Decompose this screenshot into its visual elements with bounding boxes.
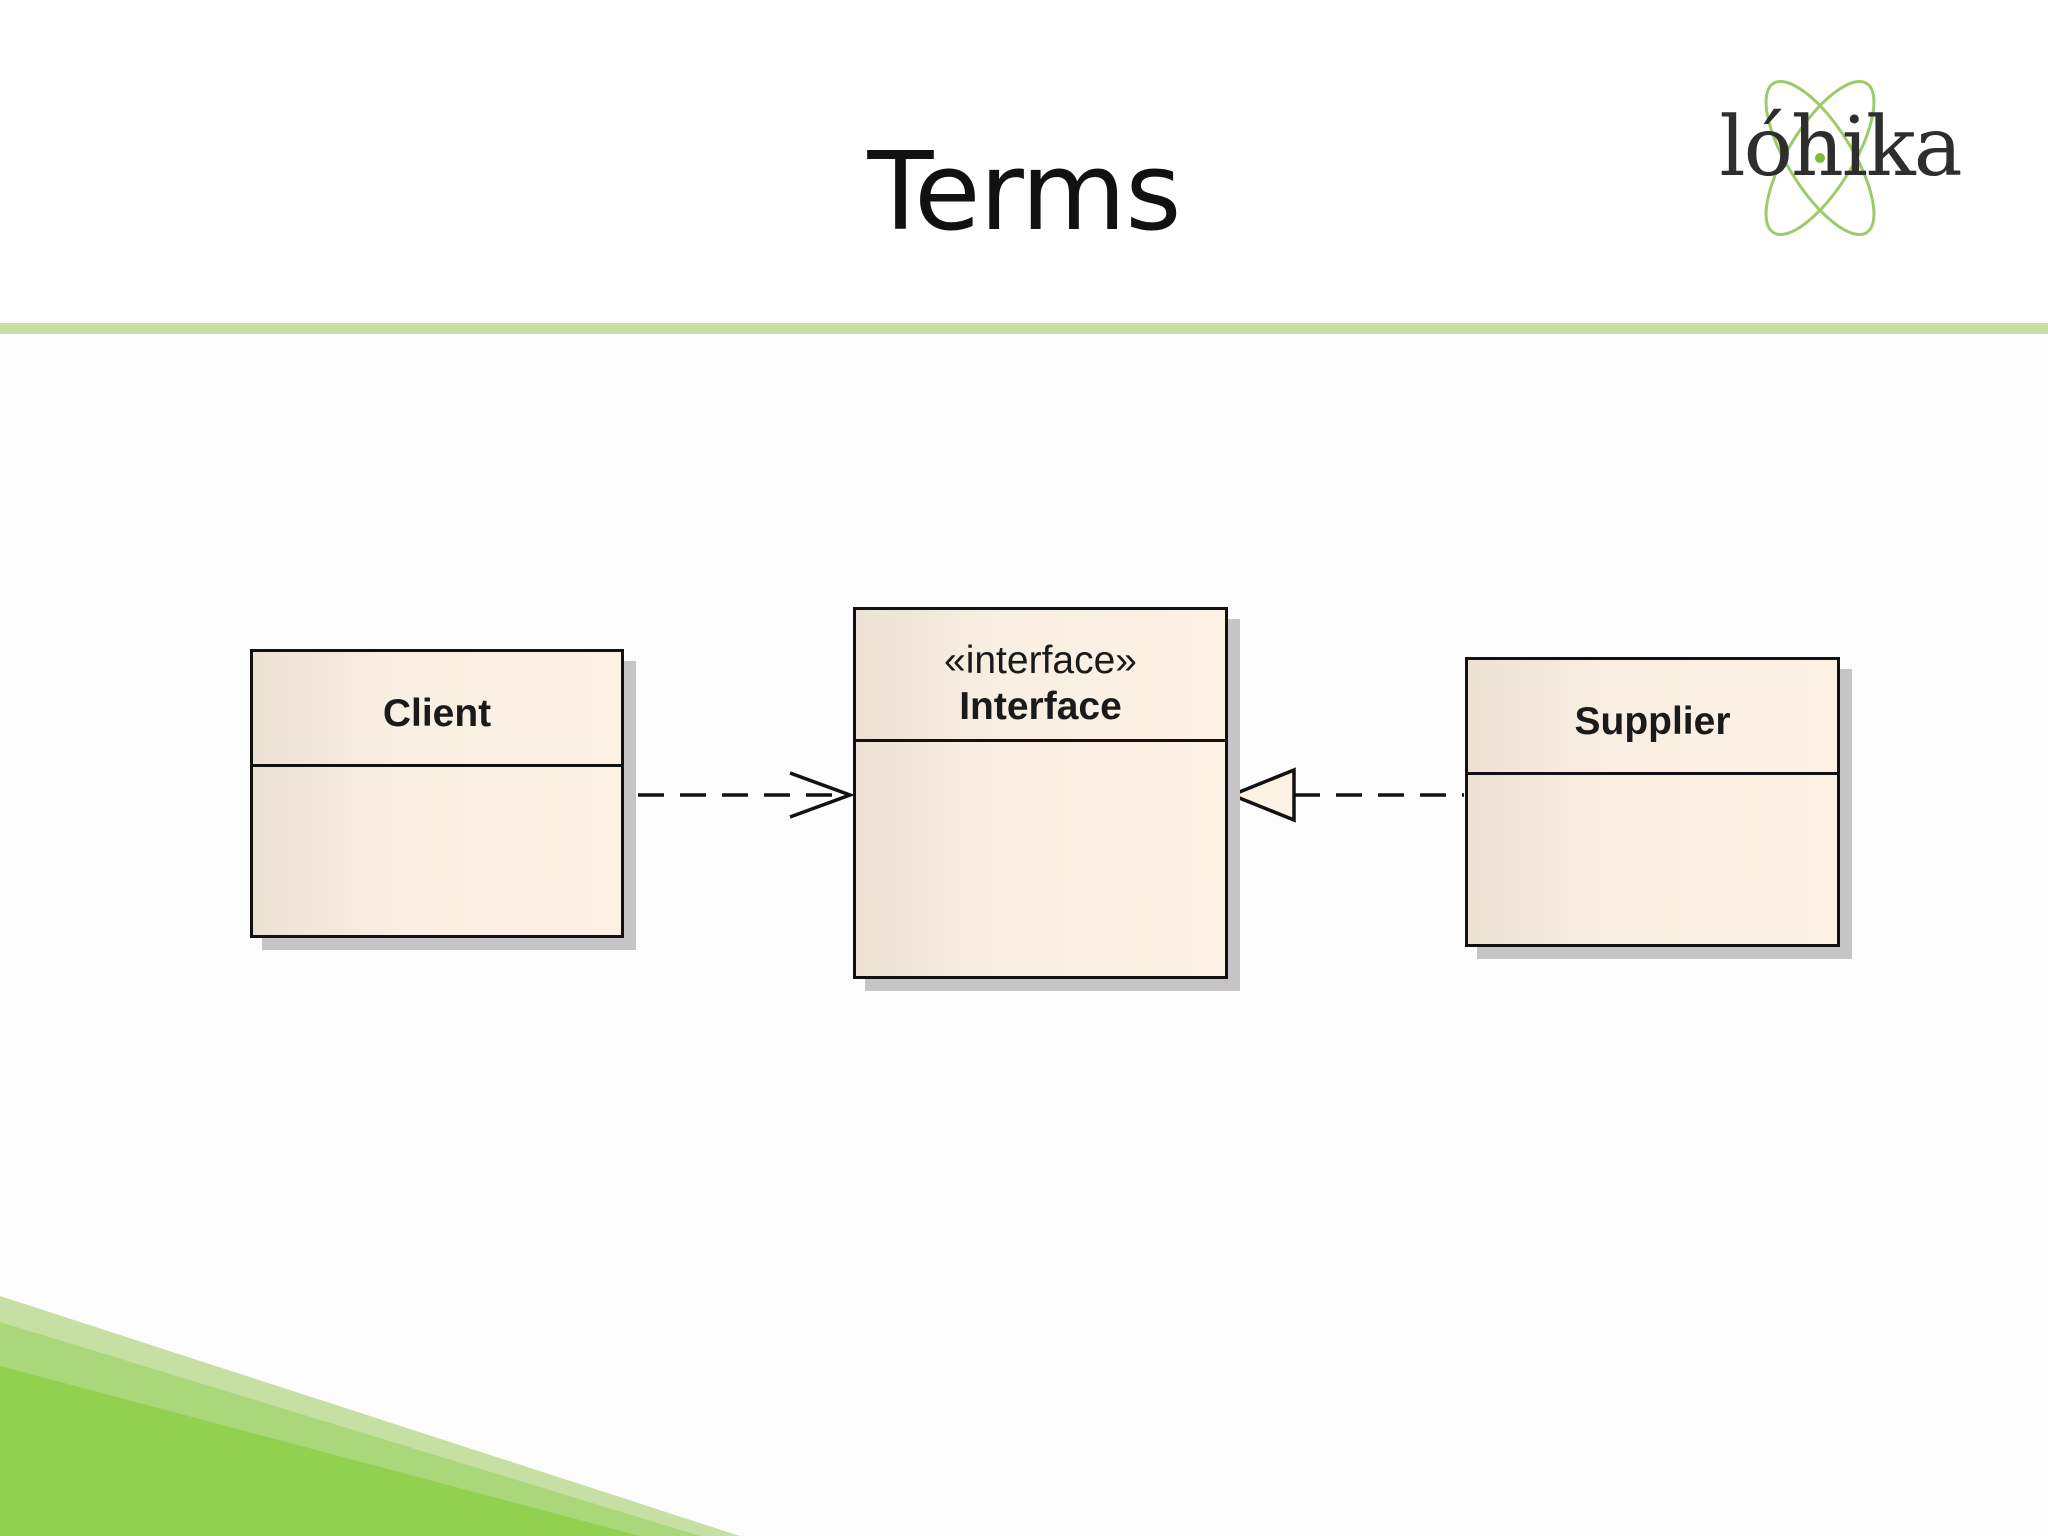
slide-header — [0, 0, 2048, 323]
lohika-logo: lóhika — [1690, 70, 1990, 250]
client-class-name: Client — [382, 692, 492, 735]
supplier-class-name: Supplier — [1574, 700, 1731, 743]
client-name-compartment: Client — [253, 652, 621, 767]
logo-orbit-icon — [1764, 79, 1876, 237]
interface-name-compartment: «interface» Interface — [856, 610, 1225, 742]
supplier-name-compartment: Supplier — [1468, 660, 1837, 775]
open-arrowhead-icon — [789, 771, 856, 819]
hollow-triangle-icon — [1227, 767, 1296, 823]
slide-title: Terms — [867, 130, 1181, 255]
interface-class-name: Interface — [959, 685, 1122, 728]
supplier-class[interactable]: Supplier — [1465, 657, 1840, 947]
client-class[interactable]: Client — [250, 649, 624, 938]
logo-wordmark: lóhika — [1719, 100, 1962, 195]
header-divider — [0, 323, 2048, 334]
interface-stereotype: «interface» — [944, 639, 1137, 682]
interface-class[interactable]: «interface» Interface — [853, 607, 1228, 979]
